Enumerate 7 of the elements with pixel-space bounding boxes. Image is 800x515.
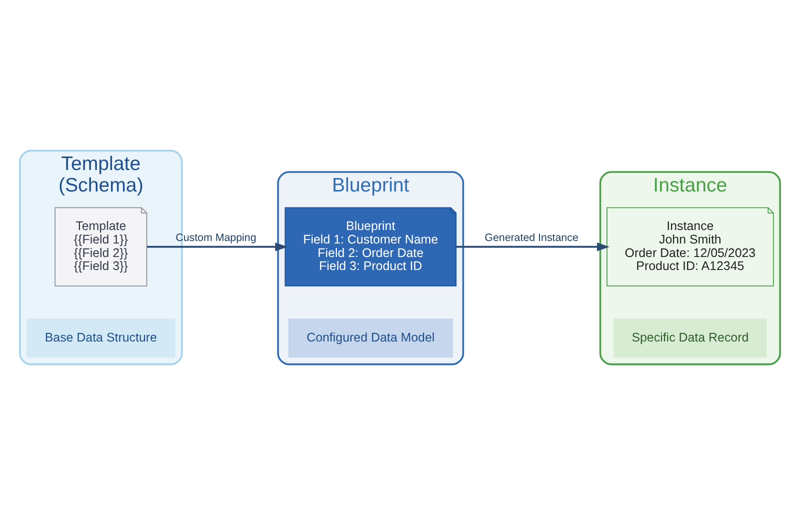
edge-label: Generated Instance <box>484 232 578 244</box>
arrow <box>146 242 288 252</box>
node-box: Specific Data Record <box>614 318 767 358</box>
node-box: Configured Data Model <box>288 318 453 358</box>
arrow <box>456 242 610 252</box>
node-box: Base Data Structure <box>26 318 176 358</box>
edge-label: Custom Mapping <box>176 232 256 244</box>
